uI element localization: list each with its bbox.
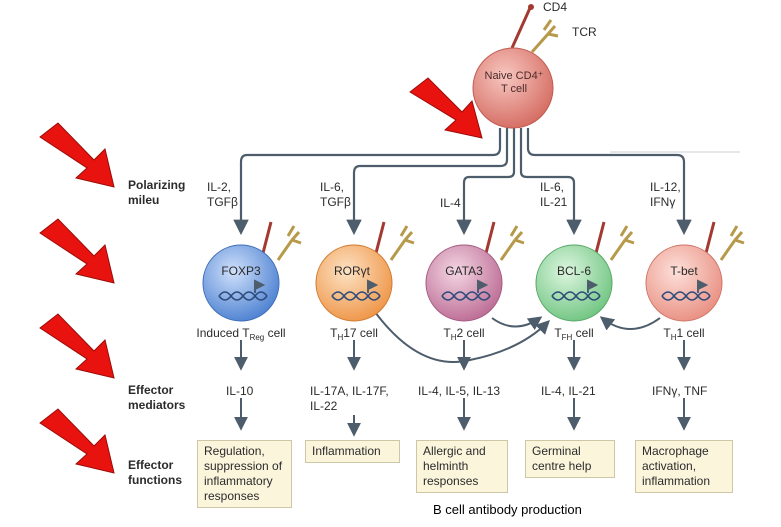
cell-name-treg: Induced TReg cell: [196, 326, 286, 342]
bottom-caption: B cell antibody production: [433, 502, 582, 517]
row-label-polarizing: Polarizing mileu: [128, 178, 186, 207]
function-box-th17: Inflammation: [305, 440, 400, 463]
function-box-th1: Macrophage activation, inflammation: [635, 440, 733, 493]
th17-cell-icon: [315, 221, 415, 322]
cell-name-th2: TH2 cell: [443, 326, 485, 342]
milieu-tfh: IL-6, IL-21: [540, 180, 568, 209]
naive-cell-label-line2: T cell: [500, 83, 528, 95]
tcr-label: TCR: [572, 25, 597, 39]
milieu-treg: IL-2, TGFβ: [207, 180, 238, 209]
red-arrow-icon: [409, 77, 483, 139]
transcription-factor-foxp3: FOXP3: [221, 264, 261, 278]
transcription-factor-bcl6: BCL-6: [556, 264, 591, 278]
mediators-tfh: IL-4, IL-21: [541, 384, 596, 398]
th2-cell-icon: [425, 221, 525, 322]
naive-cell-label-line1: Naive CD4⁺: [484, 70, 544, 82]
transcription-factor-rorgt: RORγt: [334, 264, 370, 278]
transcription-factor-gata3: GATA3: [445, 264, 483, 278]
naive-cd4-t-cell: [472, 4, 559, 129]
row-label-functions: Effector functions: [128, 458, 182, 487]
naive-cell-label: Naive CD4⁺ T cell: [478, 70, 550, 96]
effector-arrows: [234, 311, 691, 437]
red-arrow-icon: [39, 313, 115, 379]
tfh-cell-icon: [535, 221, 635, 322]
mediators-th17: IL-17A, IL-17F, IL-22: [310, 384, 389, 413]
milieu-th2: IL-4: [440, 196, 461, 210]
red-arrow-icon: [39, 122, 115, 188]
tcr-receptor-icon: [530, 19, 559, 53]
cd4-label: CD4: [543, 0, 568, 14]
treg-cell-icon: [202, 221, 302, 322]
red-arrow-icon: [39, 218, 115, 284]
differentiation-connectors: [233, 128, 740, 236]
cell-name-th17: TH17 cell: [330, 326, 378, 342]
transcription-factor-tbet: T-bet: [670, 264, 698, 278]
row-label-mediators: Effector mediators: [128, 383, 186, 412]
mediators-th1: IFNγ, TNF: [652, 384, 708, 398]
function-box-th2: Allergic and helminth responses: [416, 440, 508, 493]
red-pointer-arrows: [39, 77, 483, 474]
cd4-receptor-icon: [510, 7, 532, 49]
function-box-tfh: Germinal centre help: [525, 440, 615, 478]
function-box-treg: Regulation, suppression of inflammatory …: [197, 440, 292, 508]
mediators-treg: IL-10: [226, 384, 254, 398]
th1-cell-icon: [645, 221, 745, 322]
milieu-th1: IL-12, IFNγ: [650, 180, 681, 209]
effector-cells: [202, 221, 745, 322]
cell-name-th1: TH1 cell: [663, 326, 705, 342]
red-arrow-icon: [39, 408, 115, 474]
mediators-th2: IL-4, IL-5, IL-13: [418, 384, 501, 398]
dna-helix-icons: [218, 279, 711, 301]
cell-name-tfh: TFH cell: [554, 326, 594, 342]
milieu-th17: IL-6, TGFβ: [320, 180, 351, 209]
